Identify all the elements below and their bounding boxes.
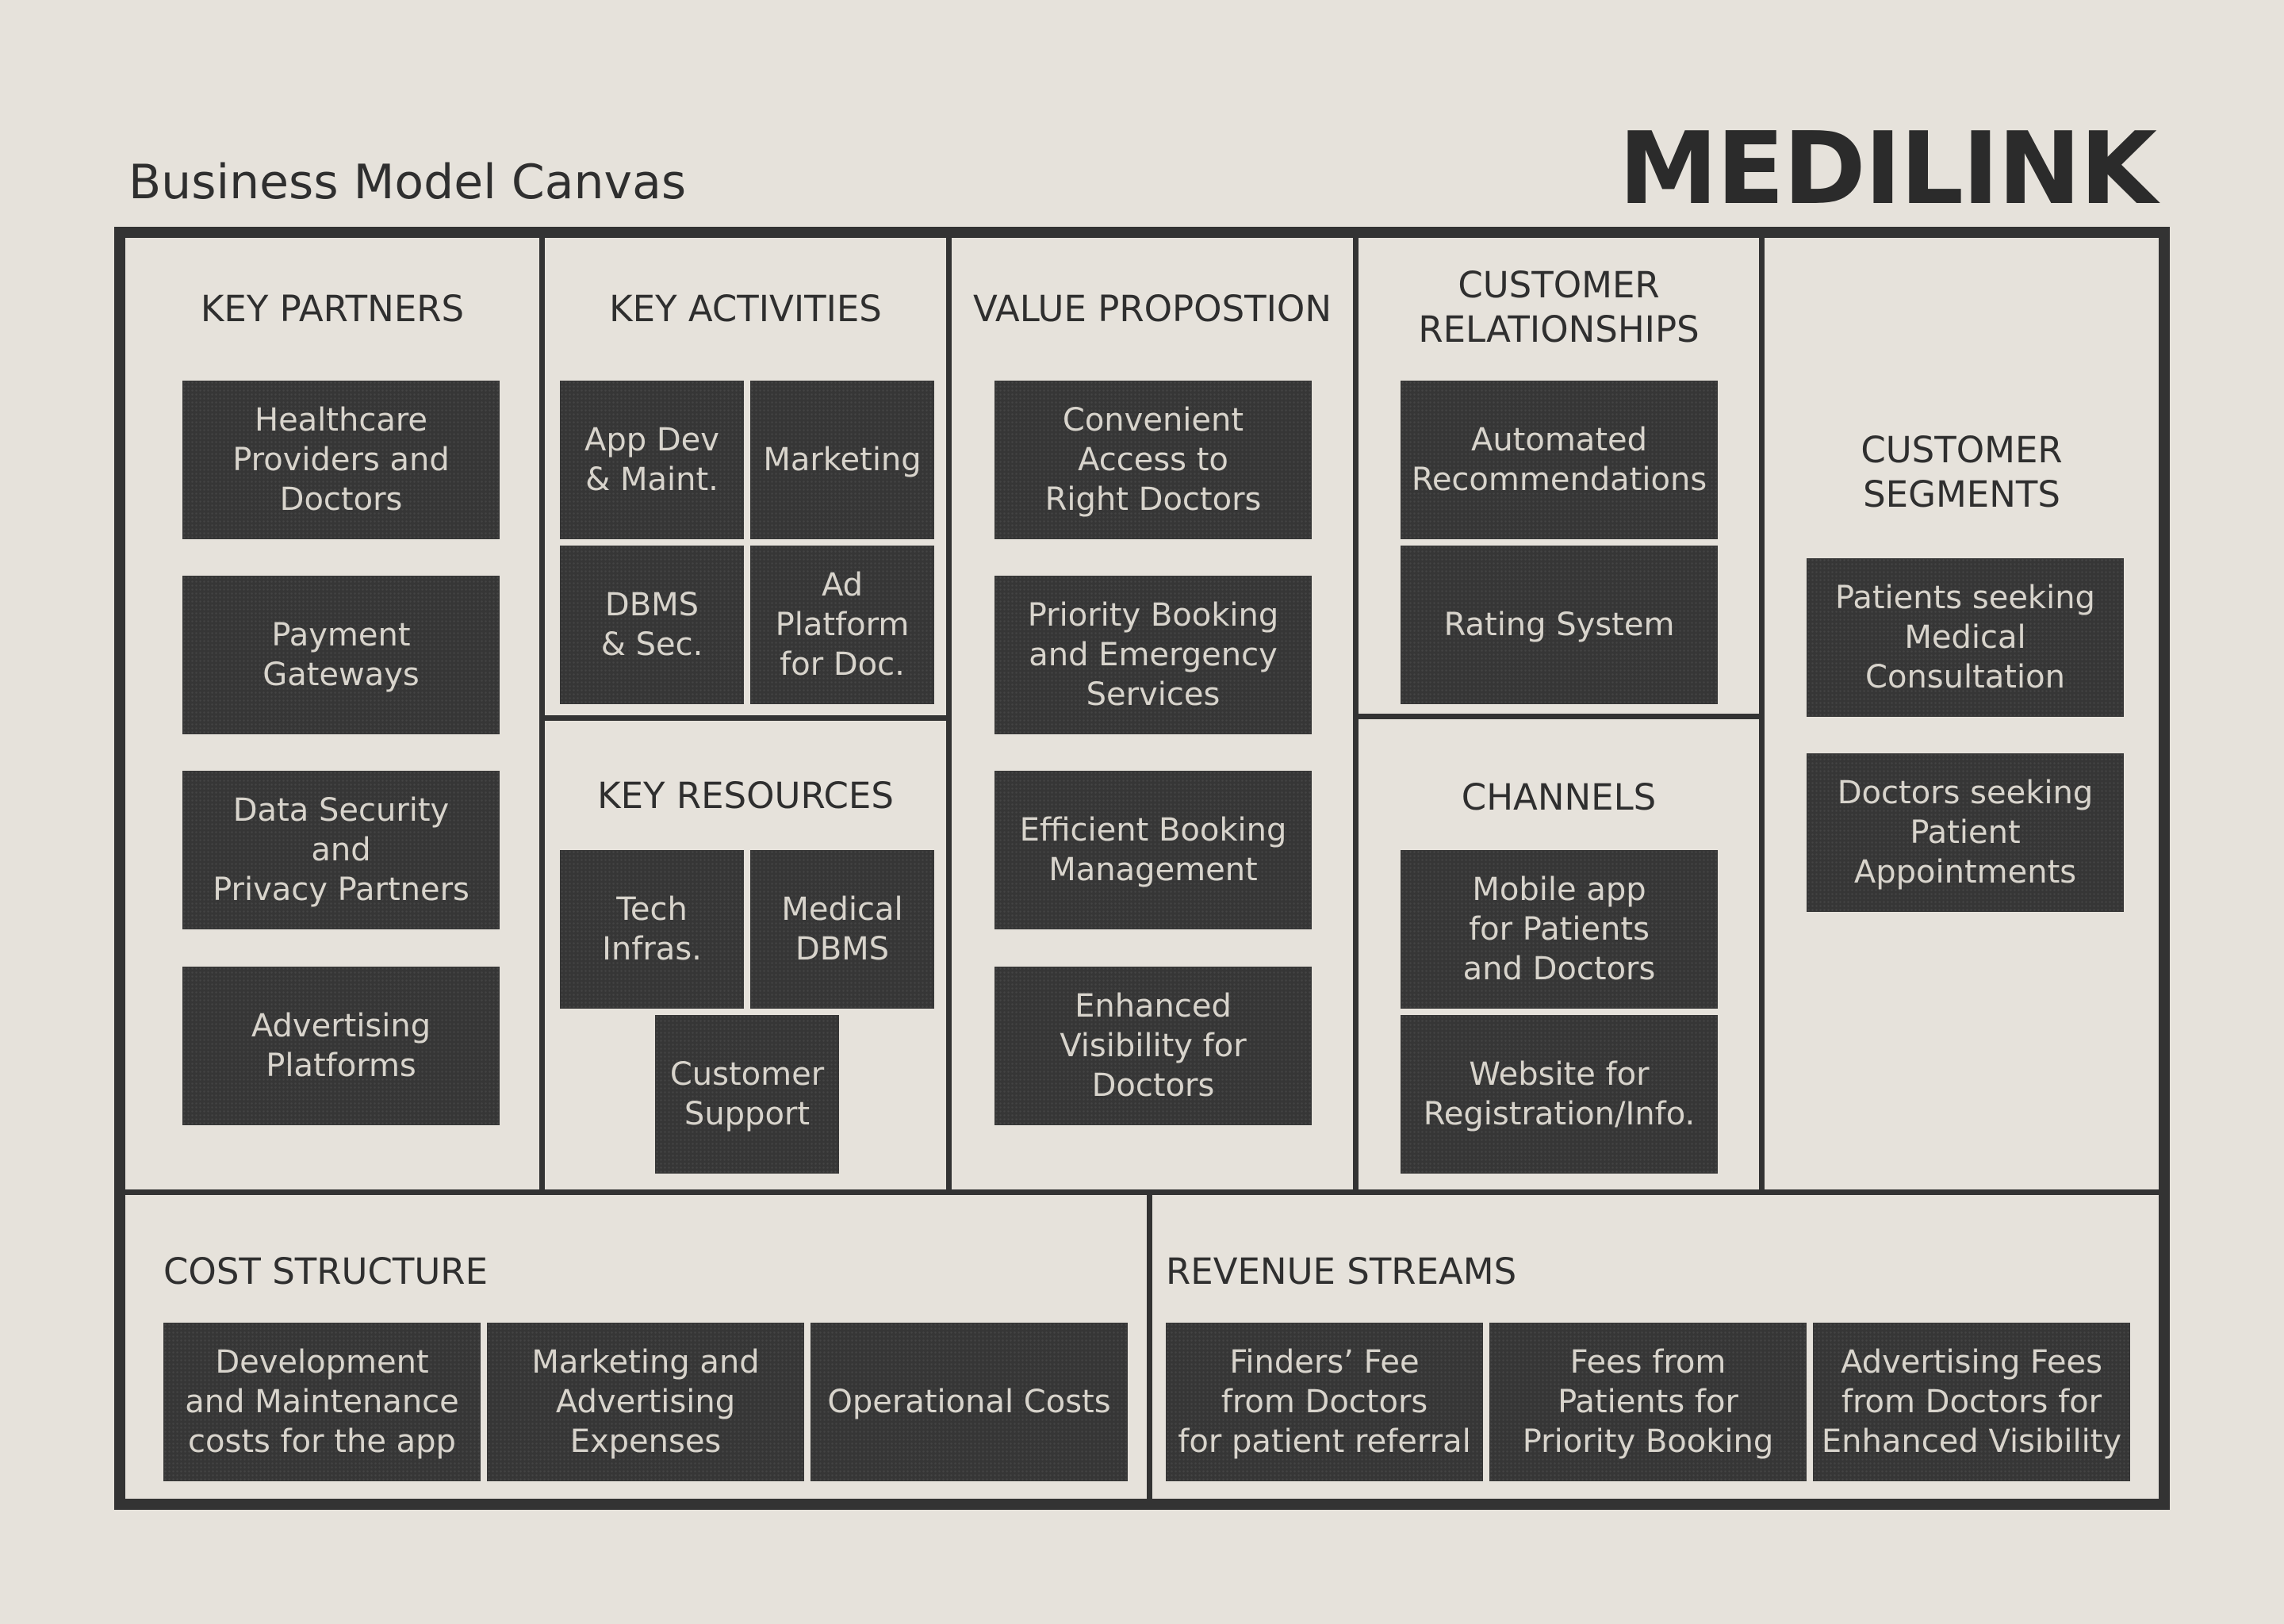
relationship-card-automated-recommendations: Automated Recommendations <box>1401 381 1718 539</box>
value-card-efficient-booking: Efficient Booking Management <box>994 771 1312 929</box>
divider-activities-value <box>946 238 952 1189</box>
activity-card-ad-platform: Ad Platform for Doc. <box>750 546 934 704</box>
divider-value-relationships <box>1353 238 1359 1189</box>
cost-card-operational: Operational Costs <box>811 1323 1128 1481</box>
cost-structure-title: COST STRUCTURE <box>163 1251 488 1293</box>
resource-card-customer-support: Customer Support <box>655 1015 839 1174</box>
cost-card-development: Development and Maintenance costs for th… <box>163 1323 481 1481</box>
canvas-frame: KEY PARTNERS Healthcare Providers and Do… <box>114 227 2170 1510</box>
revenue-card-finders-fee: Finders’ Fee from Doctors for patient re… <box>1166 1323 1483 1481</box>
revenue-card-advertising-fees: Advertising Fees from Doctors for Enhanc… <box>1813 1323 2130 1481</box>
partner-card-payment-gateways: Payment Gateways <box>182 576 500 734</box>
partner-card-advertising-platforms: Advertising Platforms <box>182 967 500 1125</box>
brand-title: MEDILINK <box>1618 110 2157 227</box>
resource-card-medical-dbms: Medical DBMS <box>750 850 934 1009</box>
divider-partners-activities <box>539 238 545 1189</box>
channel-card-website: Website for Registration/Info. <box>1401 1015 1718 1174</box>
segment-card-doctors: Doctors seeking Patient Appointments <box>1807 753 2124 912</box>
revenue-card-priority-fees: Fees from Patients for Priority Booking <box>1489 1323 1807 1481</box>
value-card-convenient-access: Convenient Access to Right Doctors <box>994 381 1312 539</box>
canvas-subtitle: Business Model Canvas <box>128 155 687 210</box>
relationship-card-rating-system: Rating System <box>1401 546 1718 704</box>
customer-relationships-title: CUSTOMER RELATIONSHIPS <box>1418 264 1700 350</box>
divider-cost-revenue <box>1147 1195 1152 1499</box>
value-card-enhanced-visibility: Enhanced Visibility for Doctors <box>994 967 1312 1125</box>
partner-card-healthcare-providers: Healthcare Providers and Doctors <box>182 381 500 539</box>
revenue-streams-title: REVENUE STREAMS <box>1166 1251 1517 1293</box>
value-card-priority-booking: Priority Booking and Emergency Services <box>994 576 1312 734</box>
customer-segments-title: CUSTOMER SEGMENTS <box>1861 429 2063 515</box>
activity-card-marketing: Marketing <box>750 381 934 539</box>
segment-card-patients: Patients seeking Medical Consultation <box>1807 558 2124 717</box>
divider-activities-resources <box>545 715 946 721</box>
key-resources-title: KEY RESOURCES <box>597 775 894 817</box>
divider-relationships-channels <box>1359 714 1759 719</box>
resource-card-tech-infras: Tech Infras. <box>560 850 744 1009</box>
partner-card-data-security: Data Security and Privacy Partners <box>182 771 500 929</box>
key-partners-title: KEY PARTNERS <box>200 288 465 330</box>
key-activities-title: KEY ACTIVITIES <box>609 288 882 330</box>
divider-relationships-segments <box>1759 238 1765 1189</box>
channel-card-mobile-app: Mobile app for Patients and Doctors <box>1401 850 1718 1009</box>
activity-card-dbms: DBMS & Sec. <box>560 546 744 704</box>
cost-card-marketing: Marketing and Advertising Expenses <box>487 1323 804 1481</box>
channels-title: CHANNELS <box>1461 776 1657 818</box>
activity-card-app-dev: App Dev & Maint. <box>560 381 744 539</box>
value-proposition-title: VALUE PROPOSTION <box>973 288 1332 330</box>
divider-top-bottom <box>125 1189 2159 1195</box>
